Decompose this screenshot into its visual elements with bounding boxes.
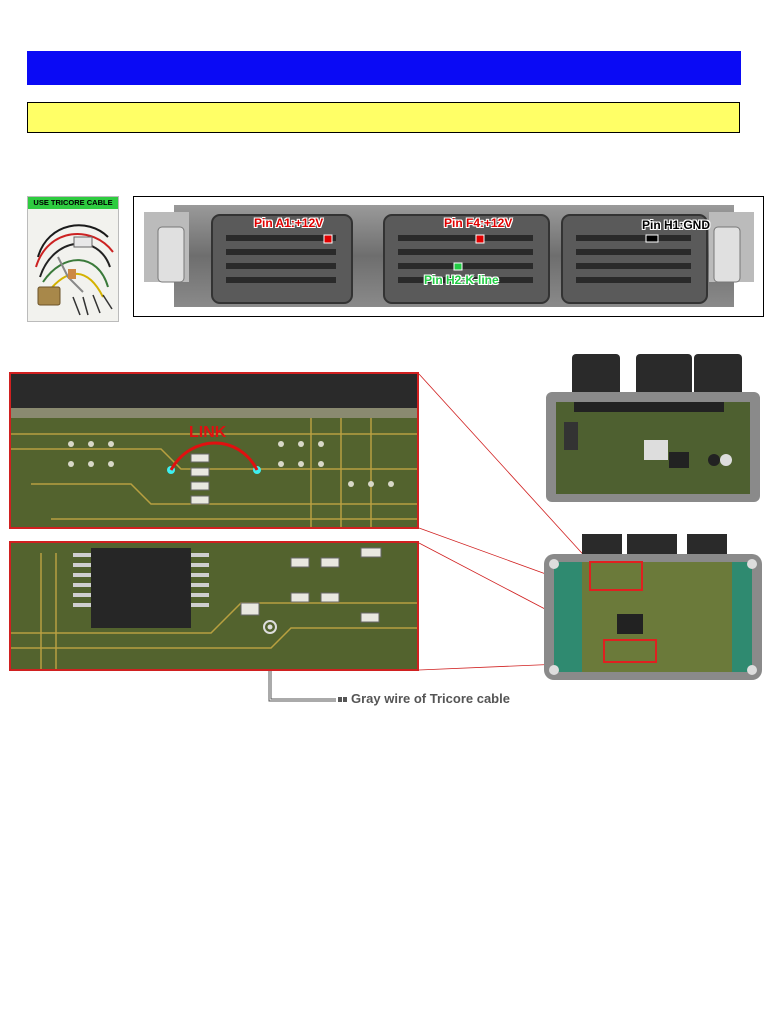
- connector-drawing: [144, 205, 754, 307]
- ecu-top-image: [544, 352, 762, 505]
- gray-wire-label: Gray wire of Tricore cable: [351, 691, 510, 706]
- pin-f4-label: Pin F4:+12V: [444, 216, 513, 230]
- subheader-bar: [27, 102, 740, 133]
- ecu-bottom-image: [542, 532, 764, 682]
- ecu-top-drawing: [546, 354, 760, 502]
- cable-drawing: [35, 224, 114, 316]
- pcb-chip-drawing: [11, 543, 417, 669]
- pcb-link-drawing: LINK: [11, 374, 417, 527]
- pcb-zoom-chip: [9, 541, 419, 671]
- pin-h1-label: Pin H1:GND: [642, 218, 711, 232]
- tricore-cable-image: USE TRICORE CABLE: [27, 196, 119, 322]
- pin-h2-label: Pin H2:K-line: [424, 273, 499, 287]
- ecu-connector-image: Pin A1:+12V Pin F4:+12V Pin H1:GND Pin H…: [133, 196, 764, 317]
- pin-a1-label: Pin A1:+12V: [254, 216, 324, 230]
- ecu-bottom-drawing: [544, 534, 762, 680]
- cable-label: USE TRICORE CABLE: [28, 197, 118, 209]
- pcb-zoom-link: LINK: [9, 372, 419, 529]
- link-label: LINK: [189, 424, 227, 441]
- header-bar: [27, 51, 741, 85]
